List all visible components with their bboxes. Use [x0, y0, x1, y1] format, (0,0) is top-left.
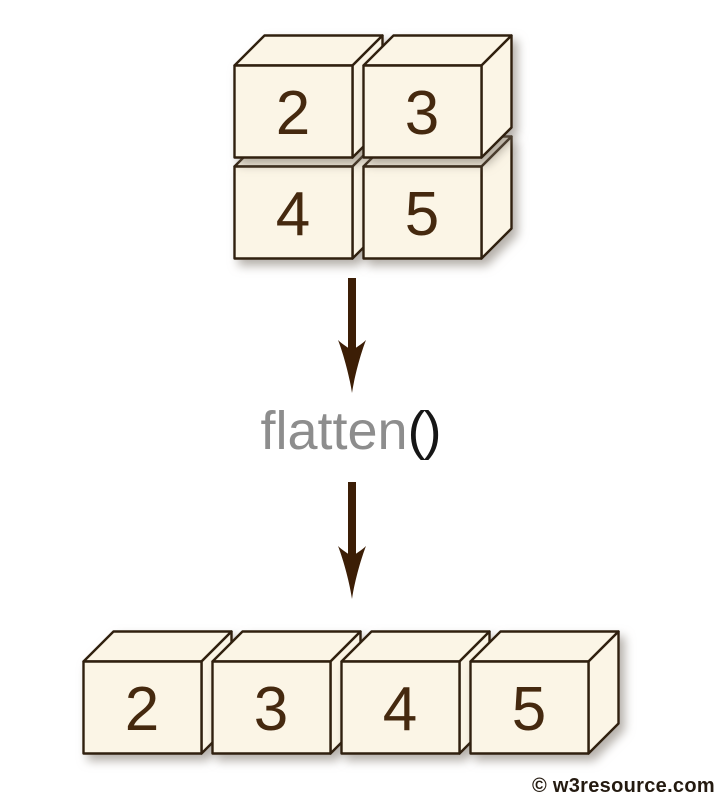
watermark: © w3resource.com: [532, 775, 715, 797]
cube-number: 2: [276, 79, 310, 148]
operation-label: flatten(): [260, 401, 442, 461]
down-arrow-icon: [338, 278, 366, 393]
cube-front-face: [469, 660, 590, 755]
cube-number: 5: [405, 180, 439, 249]
cube-number: 3: [254, 675, 288, 744]
cube-front-face: [362, 165, 483, 260]
operation-parens: (): [407, 401, 442, 461]
cube-number: 4: [276, 180, 310, 249]
cube-front-face: [211, 660, 332, 755]
flattened-cube-3: 5: [469, 630, 620, 755]
cube-number: 4: [383, 675, 417, 744]
down-arrow-icon: [338, 482, 366, 599]
cube-front-face: [233, 64, 354, 159]
matrix-cube-row1-col0: 4: [233, 135, 384, 260]
matrix-cube-row0-col1: 3: [362, 34, 513, 159]
cube-front-face: [362, 64, 483, 159]
cube-front-face: [233, 165, 354, 260]
cube-front-face: [82, 660, 203, 755]
cube-number: 2: [125, 675, 159, 744]
cube-number: 3: [405, 79, 439, 148]
operation-name: flatten: [260, 401, 408, 461]
cube-front-face: [340, 660, 461, 755]
cube-number: 5: [512, 675, 546, 744]
